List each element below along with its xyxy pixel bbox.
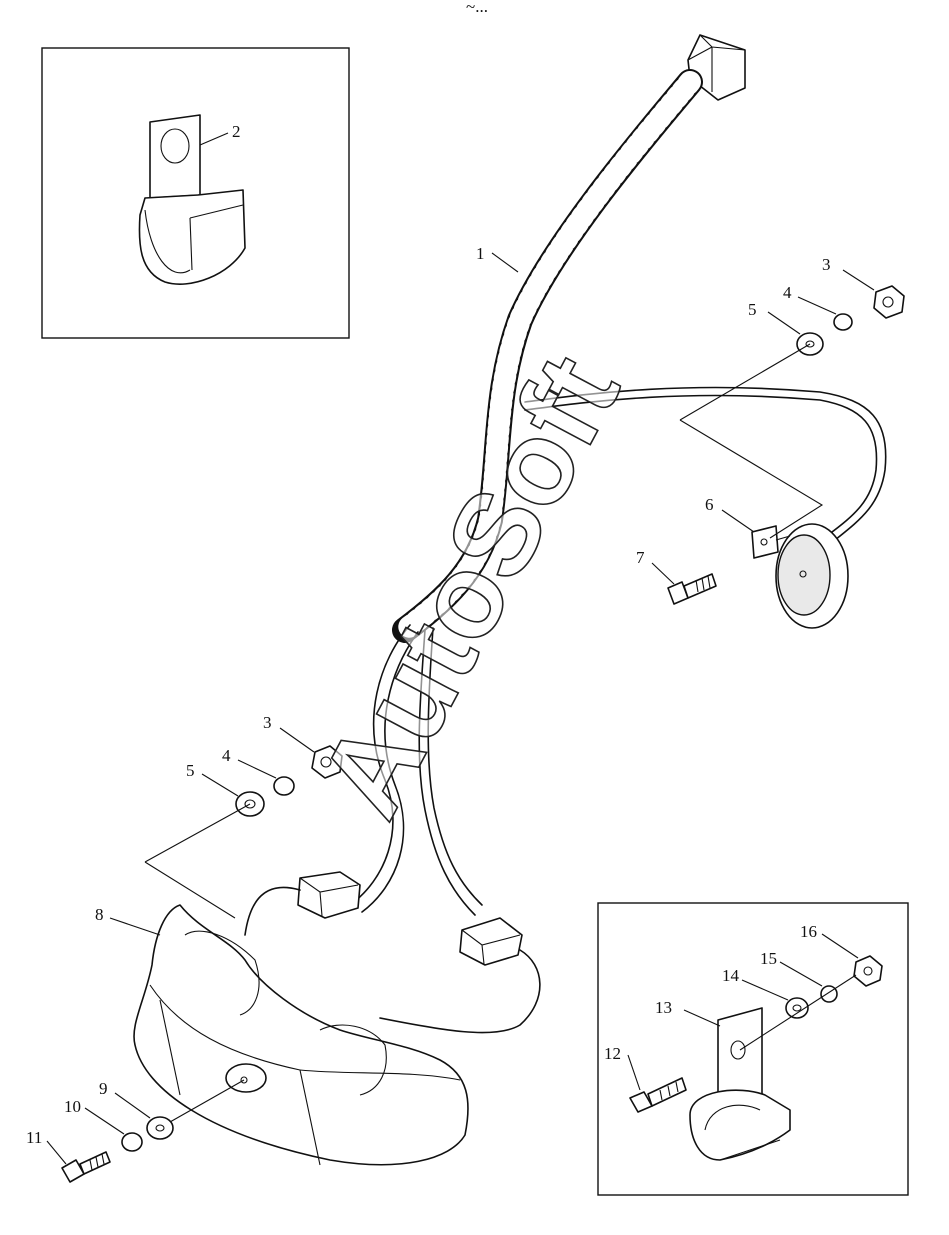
hardware-bottom-left xyxy=(61,1079,245,1183)
callout-13: 13 xyxy=(655,998,672,1017)
hardware-mid-left xyxy=(144,745,343,919)
callout-11: 11 xyxy=(26,1128,42,1147)
callout-4-mid: 4 xyxy=(222,746,231,765)
callout-10: 10 xyxy=(64,1097,81,1116)
callout-4-top: 4 xyxy=(783,283,792,302)
callout-12: 12 xyxy=(604,1044,621,1063)
callout-8: 8 xyxy=(95,905,104,924)
wiring-harness xyxy=(244,34,887,1034)
horn xyxy=(751,523,849,629)
callout-5-mid: 5 xyxy=(186,761,195,780)
watermark: AutoSoft xyxy=(294,335,644,837)
callout-2: 2 xyxy=(232,122,241,141)
inset-clip-detail xyxy=(41,47,350,339)
callout-9: 9 xyxy=(99,1079,108,1098)
callout-5-top: 5 xyxy=(748,300,757,319)
callout-1: 1 xyxy=(476,244,485,263)
inset-frame-bottom-right xyxy=(597,902,909,1196)
inset-frame-top-left xyxy=(41,47,350,339)
callout-labels: 1 2 3 4 5 6 7 3 4 5 8 9 10 11 12 13 14 1… xyxy=(26,122,831,1147)
header-mark: ~... xyxy=(466,0,488,16)
callout-3-mid: 3 xyxy=(263,713,272,732)
clip-part xyxy=(138,114,246,285)
callout-15: 15 xyxy=(760,949,777,968)
callout-6: 6 xyxy=(705,495,714,514)
callout-7: 7 xyxy=(636,548,645,567)
bolt-7 xyxy=(667,573,717,605)
callout-3-top: 3 xyxy=(822,255,831,274)
light-assembly xyxy=(133,904,469,1166)
hardware-top-right xyxy=(679,285,905,539)
callout-16: 16 xyxy=(800,922,817,941)
callout-14: 14 xyxy=(722,966,740,985)
inset-bracket-detail xyxy=(597,902,909,1196)
leader-lines xyxy=(46,252,875,1165)
